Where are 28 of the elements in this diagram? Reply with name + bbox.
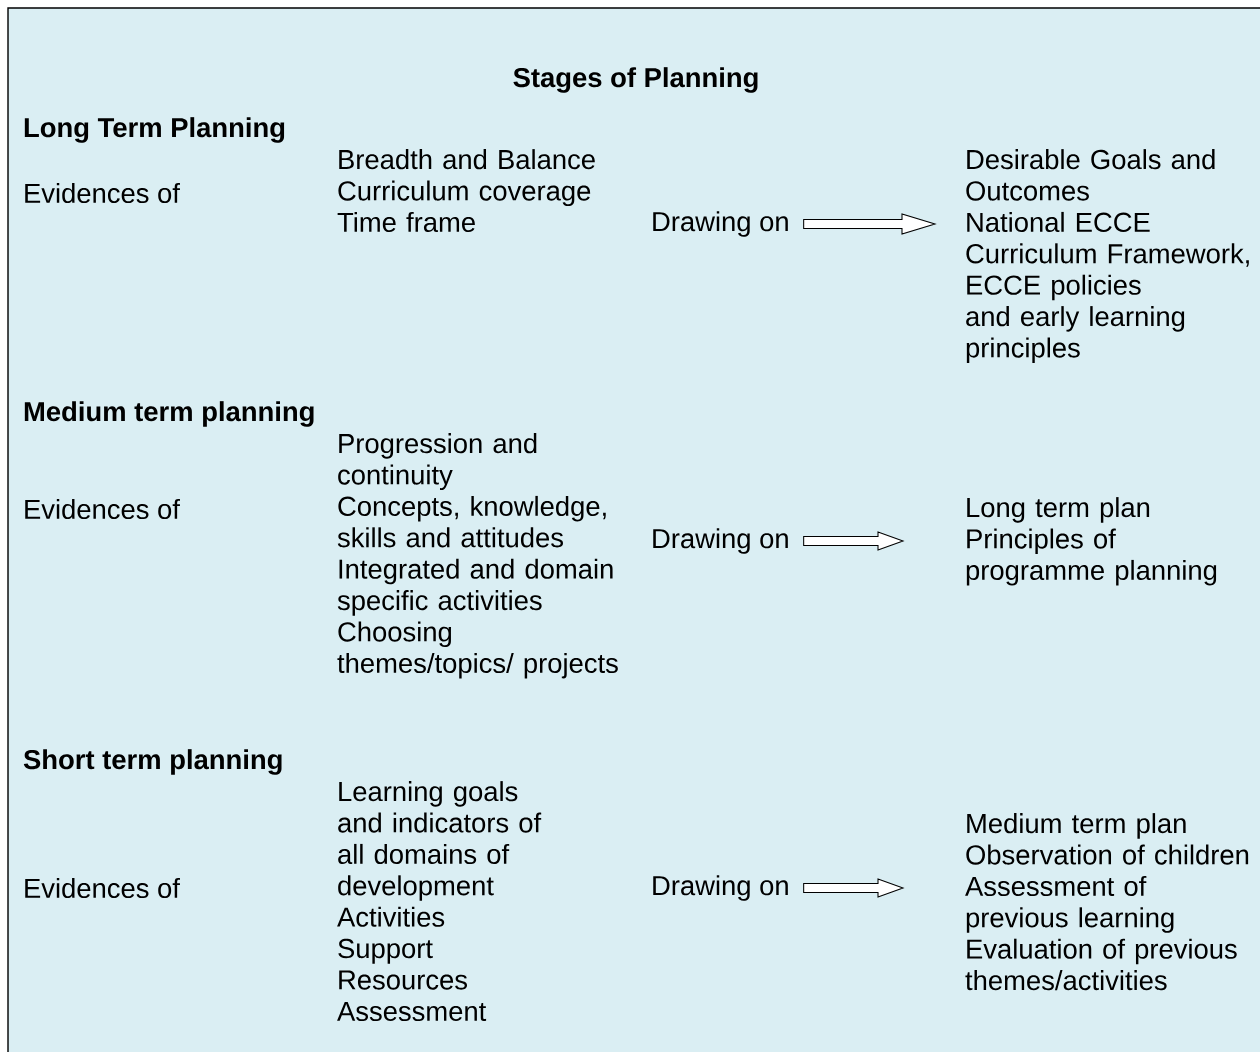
section-heading: Short term planning (23, 749, 282, 775)
label: Choosing themes/topics/ projects (337, 621, 618, 679)
text-list: Breadth and Balance Curriculum coverage Time frame (337, 149, 595, 233)
text-label: Evidences of (25, 498, 180, 520)
title: Stages of Planning (513, 67, 758, 93)
label: Support (338, 938, 433, 964)
block-arrow (803, 213, 937, 235)
text-list: Learning goals and indicators of all domains of development Activities Support Resources Assessment (337, 781, 542, 1022)
label: Concepts, knowledge, skills and attitudes (337, 495, 606, 548)
label: Assessment (337, 1001, 487, 1022)
text-list: Long term plan Principles of programme planning (966, 497, 1217, 586)
label: Resources (339, 970, 468, 990)
block-arrow (803, 878, 905, 898)
section-heading: Medium term planning (24, 401, 314, 427)
text-label: Drawing on (653, 528, 788, 554)
label: Progression and continuity (338, 433, 537, 491)
text-list: Progression and continuity Concepts, knowledge, skills and attitudes Integrated and domain specific activities Choosing themes/topics/ projects (337, 433, 618, 679)
text-list: Medium term plan Observation of children Assessment of previous learning Evaluation of previous themes/activities (965, 813, 1249, 991)
text-label: Drawing on (653, 211, 788, 237)
label: Learning goals and indicators of all domains of development (338, 781, 542, 901)
text-list: Desirable Goals and Outcomes National ECCE Curriculum Framework, ECCE policies and early learning principles (966, 149, 1249, 364)
block-arrow (803, 531, 905, 551)
label: Integrated and domain specific activities (337, 558, 613, 616)
text-label: Evidences of (25, 877, 180, 899)
label: Activities (337, 906, 445, 927)
section-heading: Long Term Planning (24, 117, 285, 143)
text-label: Drawing on (653, 875, 788, 901)
text-label: Evidences of (25, 182, 180, 204)
